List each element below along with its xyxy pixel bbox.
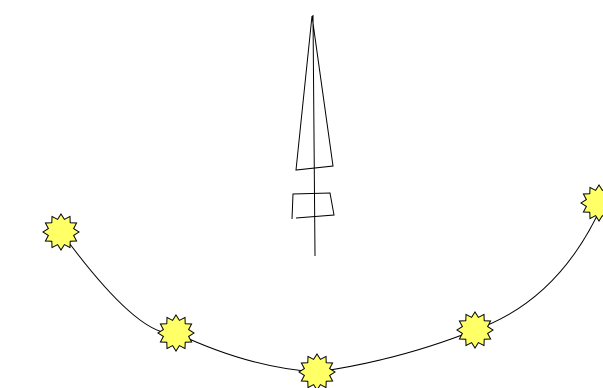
sun-path-arc [61,203,603,372]
sun-icon [457,312,493,348]
sundial-gnomon [292,15,334,256]
sun-icon [581,185,603,221]
sun-disc [305,360,330,385]
gnomon-base-plate [292,193,334,219]
gnomon-shaft [313,15,315,256]
sun-disc [164,321,189,346]
sun-disc [49,220,74,245]
sun-icon [43,214,79,250]
sun-icon [299,354,335,388]
sun-disc [463,318,488,343]
sun-icon [158,315,194,351]
